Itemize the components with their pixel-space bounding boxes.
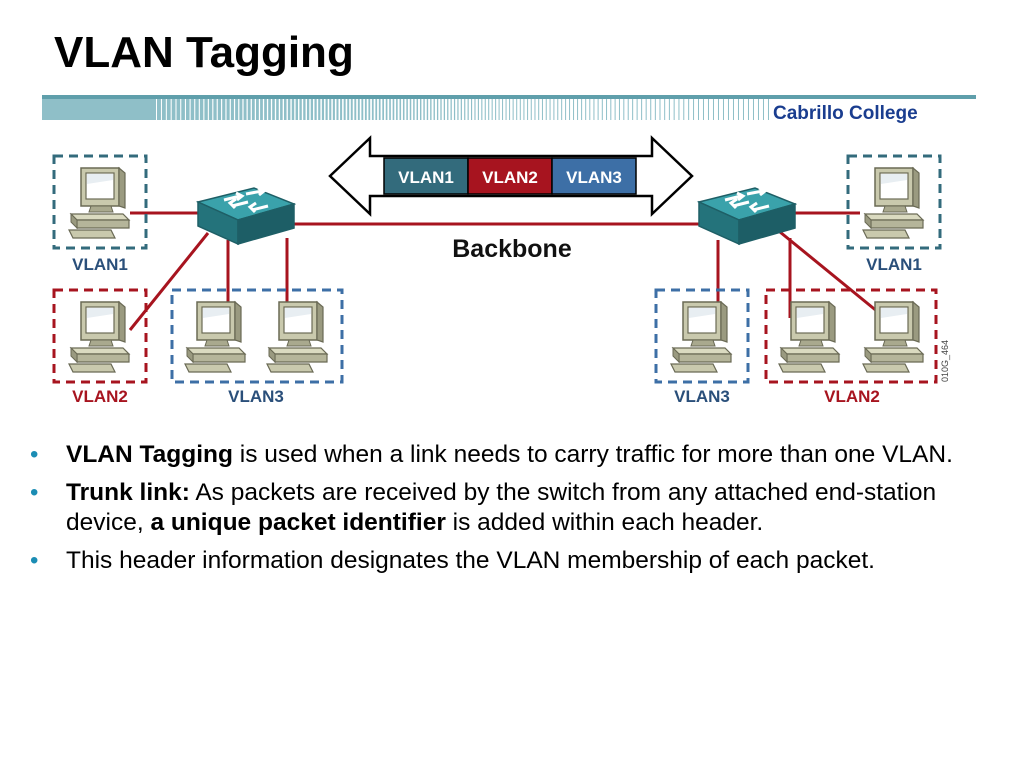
- bullet-item: • This header information designates the…: [30, 547, 875, 574]
- bullet-icon: •: [30, 479, 39, 506]
- switch-icon: [697, 186, 797, 246]
- computer-icon: [184, 301, 246, 373]
- frame-tag-vlan2: [467, 157, 553, 195]
- group-label-vlan2: VLAN2: [824, 387, 880, 406]
- frame-tag-label: VLAN1: [398, 168, 454, 187]
- vlan2-group-box-right: [764, 288, 938, 384]
- slide-title: VLAN Tagging: [54, 28, 354, 77]
- tagged-frame-arrow: VLAN1 VLAN2 VLAN3: [328, 135, 694, 217]
- vlan-diagram: VLAN1 VLAN2 VLAN3 Backbone VLAN1 VLAN2 V…: [42, 95, 976, 406]
- switch-icon: [196, 186, 296, 246]
- college-name: Cabrillo College: [773, 103, 918, 124]
- figure-code: 010G_464: [940, 340, 950, 382]
- backbone-label: Backbone: [452, 235, 572, 263]
- vlan1-group-box-left: [52, 154, 148, 250]
- group-label-vlan3: VLAN3: [228, 387, 284, 406]
- vlan3-group-box-left: [170, 288, 344, 384]
- frame-tag-label: VLAN3: [566, 168, 622, 187]
- computer-icon: [68, 167, 130, 239]
- group-label-vlan1: VLAN1: [72, 255, 128, 274]
- bullet-icon: •: [30, 441, 39, 468]
- group-label-vlan3: VLAN3: [674, 387, 730, 406]
- group-label-vlan1: VLAN1: [866, 255, 922, 274]
- computer-icon: [68, 301, 130, 373]
- header-stripe: [42, 95, 976, 120]
- computer-icon: [670, 301, 732, 373]
- computer-icon: [266, 301, 328, 373]
- vlan1-group-box-right: [846, 154, 942, 250]
- computer-icon: [862, 167, 924, 239]
- vlan2-group-box-left: [52, 288, 148, 384]
- bullet-item: • Trunk link: As packets are received by…: [30, 479, 937, 536]
- bullet-icon: •: [30, 547, 39, 574]
- frame-tag-vlan3: [551, 157, 637, 195]
- group-label-vlan2: VLAN2: [72, 387, 128, 406]
- computer-icon: [778, 301, 840, 373]
- frame-tag-label: VLAN2: [482, 168, 538, 187]
- bullet-list: • VLAN Tagging is used when a link needs…: [30, 440, 1015, 584]
- computer-icon: [862, 301, 924, 373]
- bullet-item: • VLAN Tagging is used when a link needs…: [30, 441, 953, 468]
- vlan3-group-box-right: [654, 288, 750, 384]
